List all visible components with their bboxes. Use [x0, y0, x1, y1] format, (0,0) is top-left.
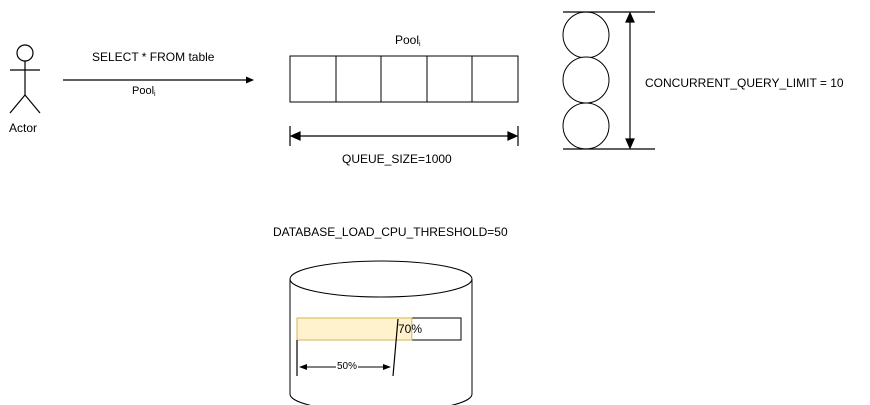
concurrency-dimension: [563, 11, 655, 150]
concurrency-limit-label: CONCURRENT_QUERY_LIMIT = 10: [645, 76, 844, 90]
request-pool-label: Pooli: [132, 85, 156, 98]
actor-icon: [9, 44, 41, 114]
threshold-arrow-right-head: [383, 364, 391, 370]
actor-label: Actor: [9, 121, 38, 135]
queue-size-label: QUEUE_SIZE=1000: [342, 152, 452, 166]
cpu-threshold-label: DATABASE_LOAD_CPU_THRESHOLD=50: [273, 225, 508, 239]
queue-box: [289, 55, 519, 103]
cpu-load-value: 70%: [398, 322, 423, 336]
cpu-load-fill: [296, 317, 413, 341]
concurrency-slots: [562, 11, 610, 150]
threshold-value-label: 50%: [336, 360, 359, 374]
threshold-arrow-left-head: [299, 364, 307, 370]
threshold-marker-line: [392, 318, 399, 377]
queue-title: Pooli: [395, 33, 421, 48]
database-cylinder: [289, 260, 473, 405]
request-query-label: SELECT * FROM table: [92, 50, 215, 64]
queue-size-dimension: [289, 126, 519, 146]
